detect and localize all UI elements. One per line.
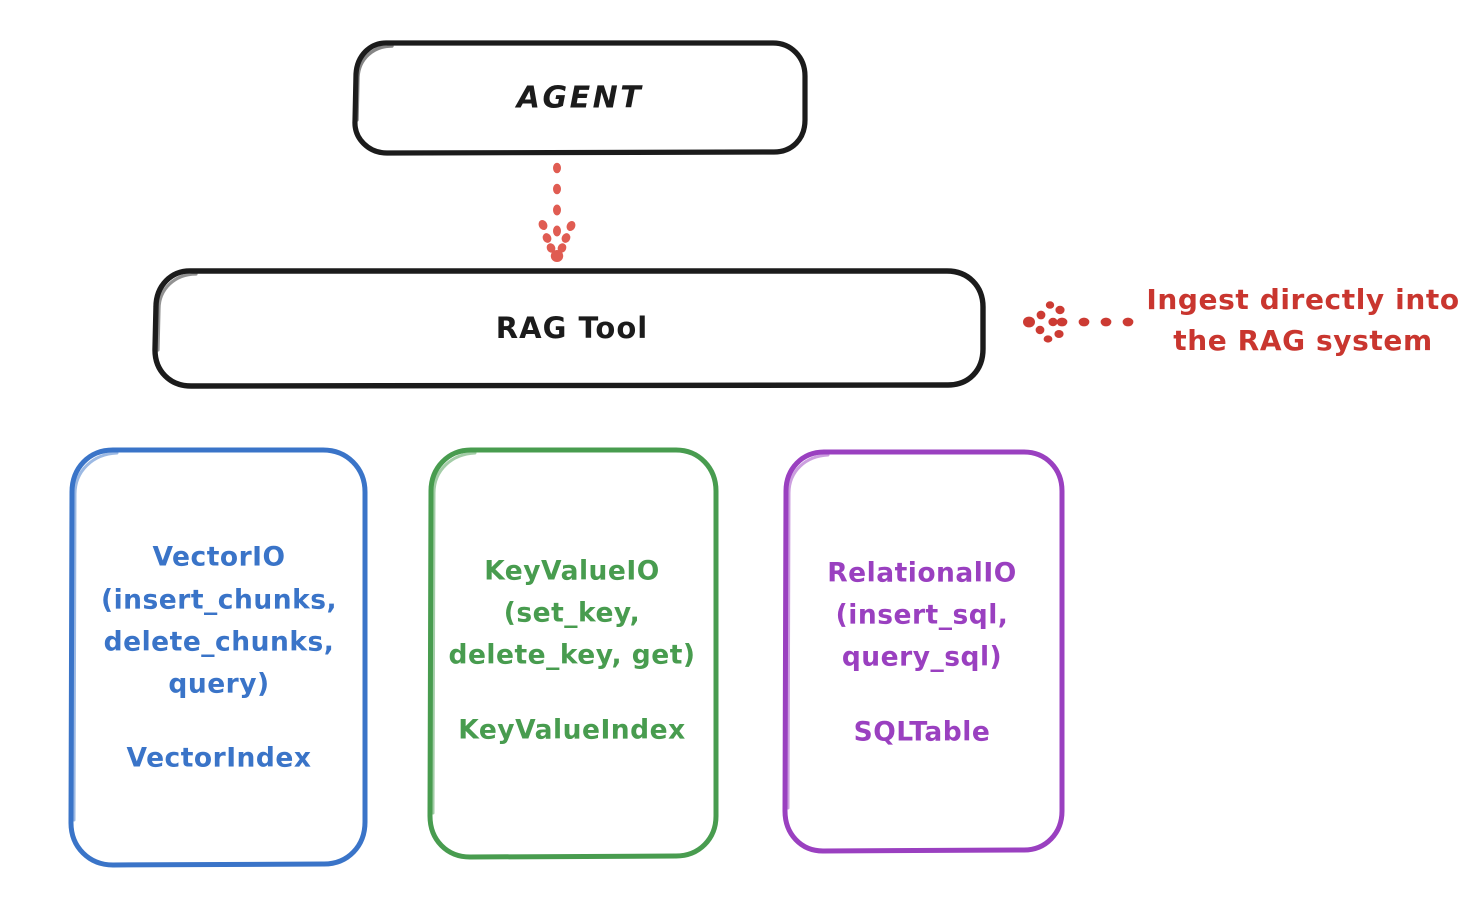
ingest-arrowhead-dot (1054, 330, 1064, 338)
rag-tool-box-outline-overdraw (156, 272, 198, 352)
relational-io-box-overdraw (786, 453, 830, 810)
ingest-arrowhead-dot (1036, 310, 1046, 320)
relational-io-line-1: RelationalIO (827, 558, 1017, 589)
key-value-io-box-overdraw (431, 451, 477, 815)
vector-io-box-overdraw (72, 451, 119, 822)
connector-dot (553, 162, 561, 174)
rag-tool-node[interactable]: RAG Tool (152, 268, 986, 389)
connector-dot (553, 183, 561, 195)
agent-label: AGENT (515, 81, 643, 116)
agent-box-outline (352, 40, 808, 156)
vector-io-line-1: VectorIO (152, 542, 285, 573)
ingest-annotation-line2: the RAG system (1173, 324, 1433, 357)
vector-io-box-outline (68, 447, 368, 868)
arrowhead-dot (561, 233, 571, 243)
ingest-annotation-line1: Ingest directly into (1146, 283, 1459, 316)
agent-to-rag-connector (538, 162, 576, 262)
agent-node[interactable]: AGENT (352, 40, 808, 156)
ingest-annotation: Ingest directly into the RAG system (1146, 283, 1459, 357)
arrowhead-dot (546, 243, 556, 253)
vector-io-index-label: VectorIndex (127, 743, 312, 774)
ingest-arrow (1023, 301, 1134, 343)
ingest-dot (1056, 317, 1068, 327)
arrowhead-dot (557, 243, 567, 253)
relational-io-box-outline (782, 449, 1065, 854)
arrowhead-dot (566, 221, 576, 231)
ingest-dot (1100, 317, 1112, 327)
ingest-arrowhead-tip (1023, 316, 1035, 328)
ingest-arrowhead-dot (1043, 335, 1053, 343)
store-node-key-value-io[interactable]: KeyValueIO (set_key, delete_key, get) Ke… (427, 447, 719, 860)
ingest-dot (1048, 317, 1058, 327)
connector-dot (553, 225, 561, 237)
store-node-relational-io[interactable]: RelationalIO (insert_sql, query_sql) SQL… (782, 449, 1065, 854)
ingest-dot (1122, 317, 1134, 327)
connector-dot (553, 204, 561, 216)
ingest-arrowhead-dot (1055, 305, 1065, 315)
agent-box-outline-overdraw (355, 44, 394, 122)
store-node-vector-io[interactable]: VectorIO (insert_chunks, delete_chunks, … (68, 447, 368, 868)
key-value-io-index-label: KeyValueIndex (458, 715, 685, 746)
relational-io-line-3: query_sql) (842, 642, 1002, 673)
ingest-arrowhead-dot (1045, 301, 1055, 309)
relational-io-line-2: (insert_sql, (836, 600, 1009, 631)
key-value-io-box-outline (427, 447, 719, 860)
ingest-dot (1078, 317, 1090, 327)
rag-tool-box-outline (152, 268, 986, 389)
rag-tool-label: RAG Tool (496, 311, 648, 345)
arrowhead-dot (542, 233, 552, 243)
vector-io-line-4: query) (168, 669, 269, 700)
vector-io-line-3: delete_chunks, (104, 627, 335, 658)
key-value-io-line-1: KeyValueIO (484, 556, 660, 587)
arrowhead-tip (550, 250, 564, 262)
key-value-io-line-3: delete_key, get) (448, 640, 695, 671)
ingest-arrowhead-dot (1035, 325, 1045, 335)
relational-io-index-label: SQLTable (854, 717, 991, 748)
arrowhead-dot (538, 220, 548, 230)
vector-io-line-2: (insert_chunks, (101, 585, 337, 616)
key-value-io-line-2: (set_key, (504, 598, 640, 629)
